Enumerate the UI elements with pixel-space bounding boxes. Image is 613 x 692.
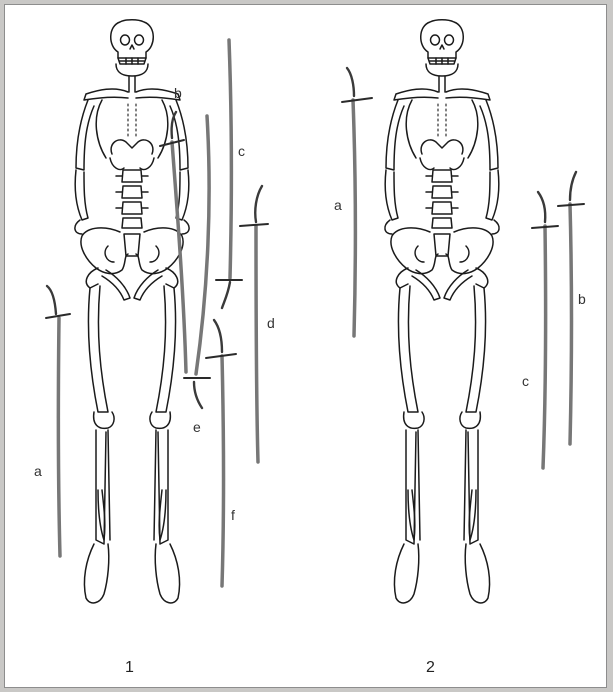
sword-1a: [46, 286, 70, 556]
label-1a: a: [34, 463, 42, 479]
sword-1b: [160, 112, 186, 372]
sword-1d: [240, 186, 268, 462]
sword-2c: [532, 192, 558, 468]
label-1f: f: [231, 507, 235, 523]
sword-1c: [216, 40, 242, 308]
label-1d: d: [267, 315, 275, 331]
label-2b: b: [578, 291, 586, 307]
panel-number-2: 2: [426, 659, 435, 676]
sword-1f: [206, 320, 236, 586]
label-2a: a: [334, 197, 342, 213]
sword-2b: [558, 172, 584, 444]
label-1e: e: [193, 419, 201, 435]
sword-2a: [342, 68, 372, 336]
label-1c: c: [238, 143, 245, 159]
panel-number-1: 1: [125, 659, 134, 676]
label-1b: b: [174, 85, 182, 101]
label-2c: c: [522, 373, 529, 389]
skeleton-1: [75, 20, 189, 603]
skeleton-2: [385, 20, 499, 603]
